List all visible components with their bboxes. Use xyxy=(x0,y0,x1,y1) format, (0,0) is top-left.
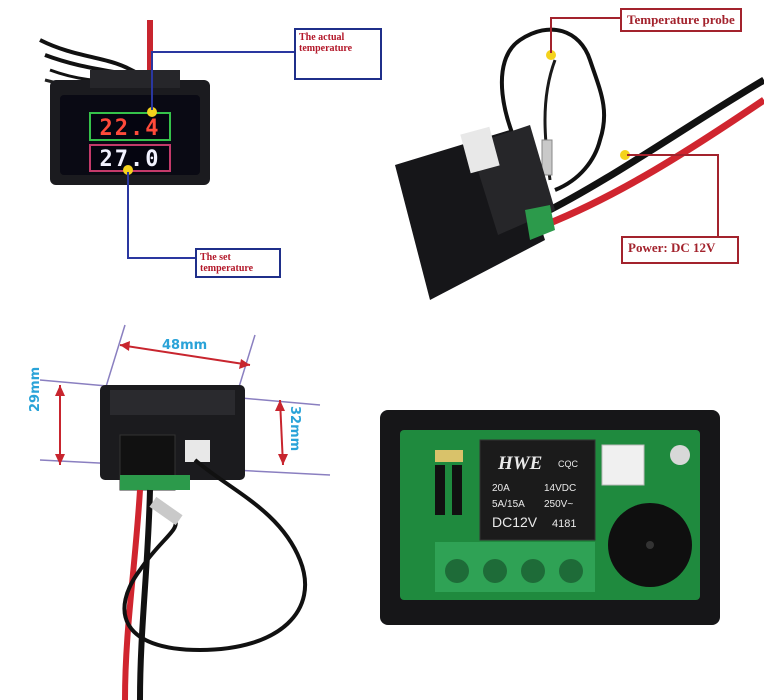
relay-model: DC12V xyxy=(492,514,538,530)
relay-brand: HWE xyxy=(497,453,542,474)
callout-set-temperature-text: The set temperature xyxy=(200,252,254,274)
side-view-photo xyxy=(395,17,764,300)
relay-line1b: 14VDC xyxy=(544,483,576,494)
front-display-photo: 22.4 27.0 xyxy=(39,19,297,259)
callout-power-text: Power: DC 12V xyxy=(628,240,716,255)
relay-line2: 5A/15A xyxy=(492,499,525,510)
callout-temperature-probe-text: Temperature probe xyxy=(627,12,735,27)
callout-actual-temperature-text: The actual temperature xyxy=(299,32,353,54)
relay-line1: 20A xyxy=(492,483,510,494)
callout-temperature-probe: Temperature probe xyxy=(620,8,742,32)
dimensions-photo xyxy=(39,324,331,700)
dimension-width-label: 48mm xyxy=(162,338,208,353)
relay-line2b: 250V~ xyxy=(544,499,573,510)
relay-code: 4181 xyxy=(552,518,576,530)
circuit-board-photo: HWE CQC 20A 14VDC 5A/15A 250V~ DC12V 418… xyxy=(380,410,720,625)
callout-power: Power: DC 12V xyxy=(621,236,739,264)
actual-temperature-readout: 22.4 xyxy=(100,116,161,141)
relay-cert: CQC xyxy=(558,459,579,469)
dimension-height-back-label: 32mm xyxy=(287,406,302,452)
callout-actual-temperature: The actual temperature xyxy=(294,28,382,80)
dimension-height-front-label: 29mm xyxy=(28,366,43,412)
callout-set-temperature: The set temperature xyxy=(195,248,281,278)
